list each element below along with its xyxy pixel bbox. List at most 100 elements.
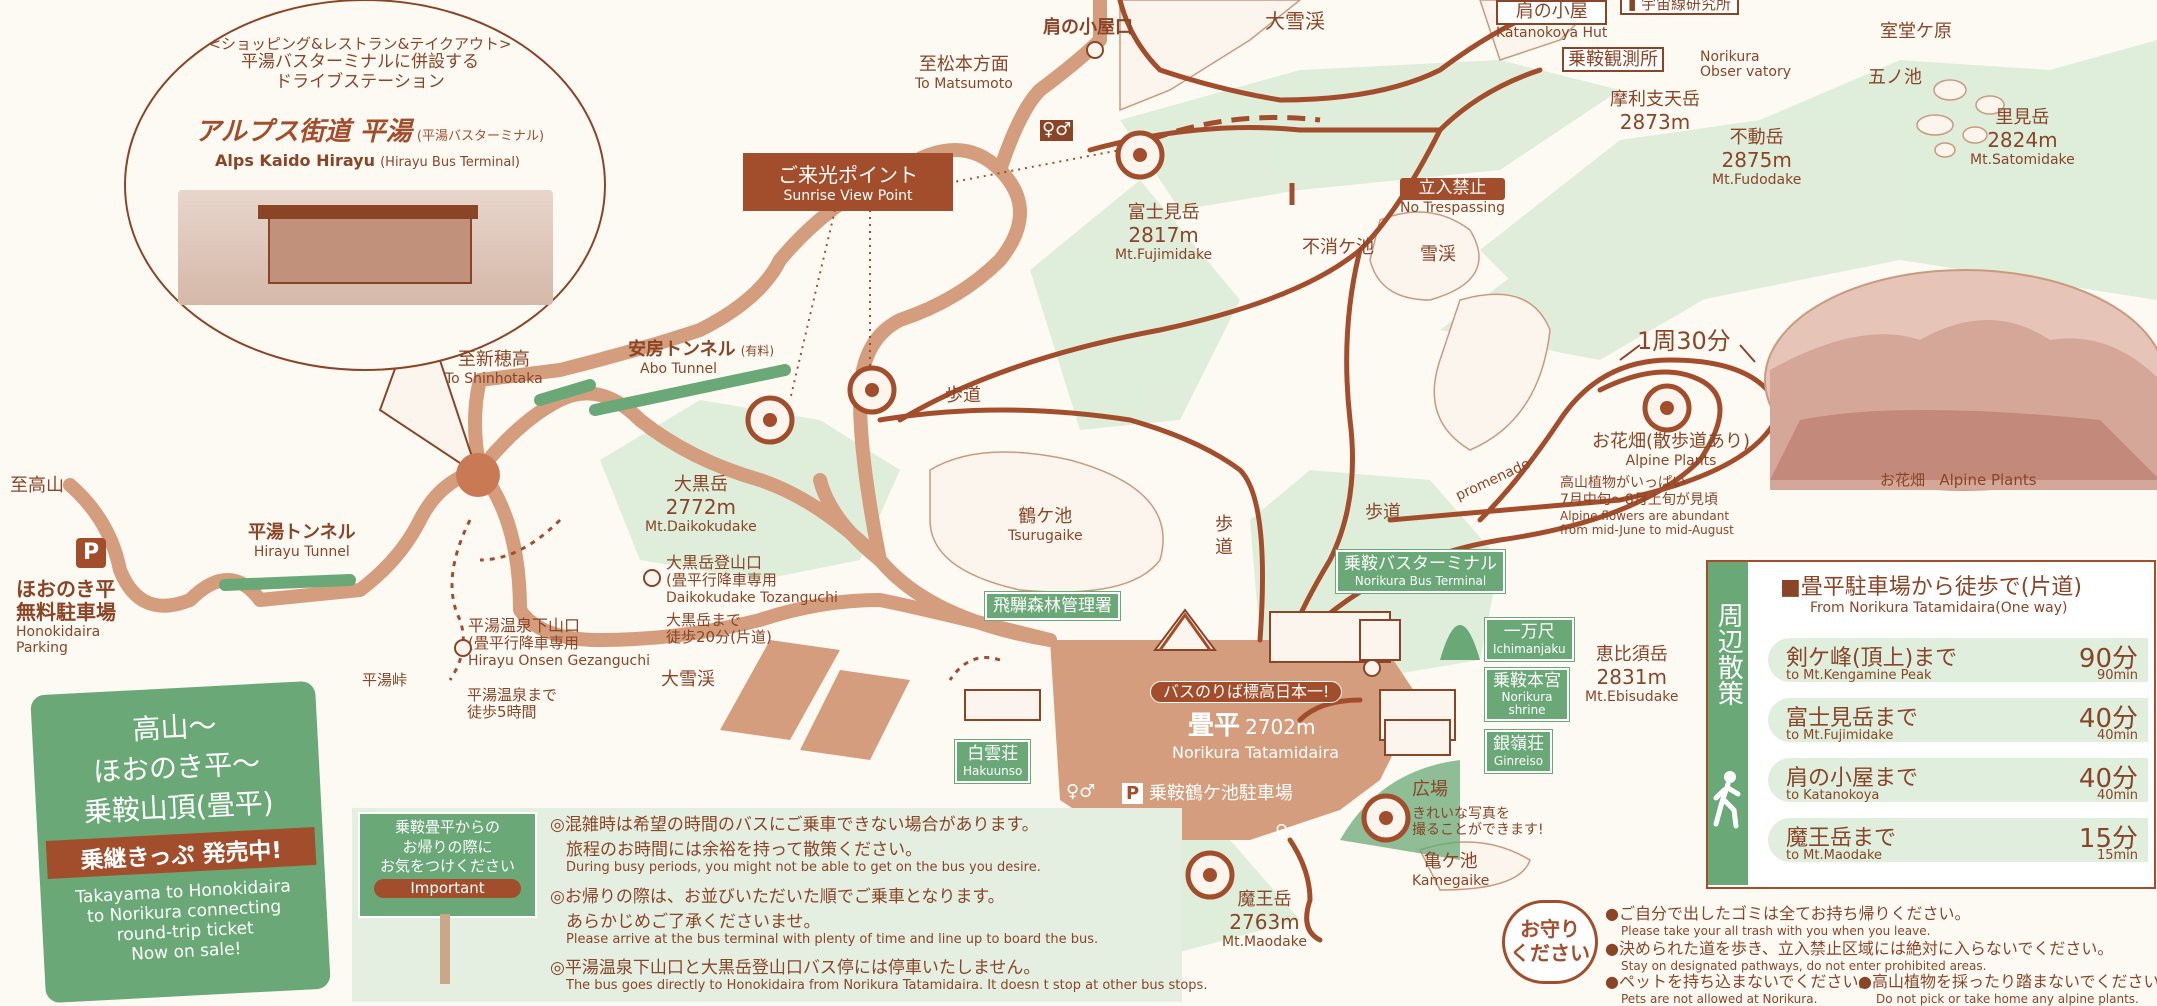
rule-4-jp: ●高山植物を採ったり踏まないでください。: [1858, 972, 2157, 991]
note-1-jp: ◎混雑時は希望の時間のバスにご乗車できない場合があります。: [550, 815, 1039, 835]
ginreiso-jp: 銀嶺荘: [1493, 734, 1544, 754]
terminal-name-jp-row: アルプス街道 平湯 (平湯バスターミナル): [195, 117, 544, 148]
observatory-en-1: Norikura: [1700, 49, 1760, 65]
marishiten-m: 2873m: [1619, 109, 1691, 134]
walk-row-4-time-en: 15min: [2096, 848, 2138, 863]
norikura-shrine-en-2: shrine: [1508, 702, 1546, 717]
hakuunso-tag: 白雲荘 Hakuunso: [955, 740, 1031, 783]
terminal-tagline-2: 平湯バスターミナルに併設する: [241, 52, 479, 73]
important-line-1: 乗鞍畳平からの: [394, 818, 500, 836]
rules-badge-1: お守り: [1520, 917, 1580, 941]
to-matsumoto-en: To Matsumoto: [915, 75, 1013, 92]
cosmic-ray-lab-text: 宇宙線研究所: [1641, 0, 1732, 13]
fudodake-m: 2875m: [1721, 147, 1792, 172]
daikoku-walk-2: 徒歩20分(片道): [666, 628, 772, 647]
alpine-photo-caption-jp: お花畑: [1880, 471, 1926, 489]
walk-row-4-jp: 魔王岳まで: [1786, 826, 1897, 851]
note-2-jp2: あらかじめご了承くださいませ。: [566, 912, 821, 932]
to-shinhotaka-en: To Shinhotaka: [445, 370, 543, 387]
no-trespassing-en: No Trespassing: [1400, 199, 1506, 216]
maodake-en: Mt.Maodake: [1222, 933, 1307, 950]
satomidake-m: 2824m: [1987, 127, 2058, 152]
important-sign: 乗鞍畳平からの お帰りの際に お気をつけください Important: [358, 812, 537, 918]
important-sign-post: [440, 914, 450, 984]
note-3-en: The bus goes directly to Honokidaira fro…: [566, 978, 1208, 993]
walk-row-1-time-en: 90min: [2096, 668, 2138, 683]
restroom-icon-2: ♀♂: [1275, 821, 1305, 842]
daikoku-tozanguchi-jp-2: (畳平行降車専用: [666, 571, 777, 590]
walk-row-4-time: 15分: [2078, 824, 2138, 854]
terminal-name-en: Alps Kaido Hirayu: [215, 151, 375, 170]
walker-icon-svg: [1713, 771, 1741, 829]
observatory-en-2: Obser vatory: [1700, 64, 1791, 81]
walk-row-1-en: to Mt.Kengamine Peak: [1786, 668, 1932, 683]
sunrise-jp: ご来光ポイント: [778, 163, 918, 187]
katanokoya-jp: 肩の小屋: [1496, 0, 1608, 25]
walk-title-en: From Norikura Tatamidaira(One way): [1810, 600, 2068, 617]
abo-tunnel-fee: (有料): [740, 344, 775, 358]
hida-forest-office-tag: 飛騨森林管理署: [985, 592, 1120, 621]
tsurugaike-label: 鶴ケ池 Tsurugaike: [1008, 506, 1083, 544]
abo-tunnel-jp: 安房トンネル: [628, 339, 736, 360]
tatamidaira-m: 2702m: [1245, 715, 1316, 739]
sunrise-view-point-box: ご来光ポイント Sunrise View Point: [743, 153, 953, 211]
walk-row-kengamine: 剣ケ峰(頂上)まで to Mt.Kengamine Peak 90分 90min: [1768, 638, 2148, 683]
daisekkei-low-label: 大雪渓: [661, 669, 715, 690]
photo-spot-label: きれいな写真を 撮ることができます!: [1412, 806, 1544, 838]
walk-row-3-jp: 肩の小屋まで: [1786, 766, 1919, 791]
daikoku-walk-label: 大黒岳まで 徒歩20分(片道): [666, 611, 772, 647]
walk-title-jp: ■畳平駐車場から徒歩で(片道): [1780, 575, 2082, 600]
honokidaira-en-2: Parking: [16, 640, 68, 657]
rule-2-jp: ●決められた道を歩き、立入禁止区域には絶対に入らないでください。: [1605, 939, 2114, 958]
katanokoya-hut-label: 肩の小屋 Katanokoya Hut: [1496, 0, 1608, 41]
rule-1-en: Please take your all trash with you when…: [1621, 924, 1931, 938]
hirayu-toge-label: 平湯峠: [362, 671, 408, 689]
rules-badge: お守り ください: [1502, 900, 1598, 984]
hirayu-tunnel-en: Hirayu Tunnel: [253, 543, 350, 560]
gonoike-label: 五ノ池: [1868, 67, 1922, 88]
abo-tunnel-label: 安房トンネル (有料) Abo Tunnel: [628, 339, 775, 377]
terminal-tagline-1: <ショッピング&レストラン&テイクアウト>: [208, 35, 512, 53]
loop-time-label: 1周30分: [1637, 327, 1731, 355]
note-2: ◎お帰りの際は、お並びいただいた順でご乗車となります。 あらかじめご了承ください…: [550, 882, 1098, 947]
hirayu-walk-1: 平湯温泉まで: [467, 686, 558, 704]
connecting-ticket-box: 高山～ ほおのき平～ 乗鞍山頂(畳平) 乗継きっぷ 発売中! Takayama …: [30, 680, 331, 1004]
ebisudake-en: Mt.Ebisudake: [1585, 688, 1679, 705]
observatory-en: Norikura Obser vatory: [1700, 49, 1791, 81]
photo-spot-1: きれいな写真を: [1412, 806, 1510, 822]
to-matsumoto-label: 至松本方面 To Matsumoto: [915, 54, 1013, 92]
tsurugaike-jp: 鶴ケ池: [1018, 506, 1073, 527]
norikura-shrine-jp: 乗鞍本宮: [1493, 671, 1561, 691]
rule-3: ●ペットを持ち込まないでください。 Pets are not allowed a…: [1605, 968, 1874, 1006]
note-3: ◎平湯温泉下山口と大黒岳登山口バス停には停車いたしません。 The bus go…: [550, 953, 1207, 993]
rule-3-jp: ●ペットを持ち込まないでください。: [1605, 972, 1875, 991]
hirayu-gezanguchi-label: 平湯温泉下山口 (畳平行降車専用 Hirayu Onsen Gezanguchi: [468, 616, 650, 669]
tsurugaike-parking-label: P 乗鞍鶴ケ池駐車場: [1122, 783, 1293, 805]
walk-side-label: 周辺散策: [1708, 562, 1748, 885]
important-line-3: お気をつけください: [379, 857, 515, 875]
important-badge: Important: [374, 878, 521, 898]
abo-tunnel-en: Abo Tunnel: [640, 360, 718, 377]
no-trespassing-label: 立入禁止 No Trespassing: [1400, 178, 1506, 216]
norikura-shrine-en-1: Norikura: [1501, 689, 1553, 704]
hodo-label-3: 歩 道: [1215, 513, 1233, 560]
walk-row-3-time: 40分: [2078, 764, 2138, 794]
murododaira-label: 室堂ケ原: [1880, 21, 1952, 42]
walk-row-3-en: to Katanokoya: [1786, 788, 1880, 803]
alpine-info-4: from mid-June to mid-August: [1560, 522, 1734, 537]
parking-icon: P: [1122, 783, 1144, 804]
hodo-label-1: 歩道: [945, 385, 981, 406]
alpine-info-3: Alpine flowers are abundant: [1560, 508, 1730, 523]
hirayu-tunnel-jp: 平湯トンネル: [248, 522, 356, 543]
rule-3-en: Pets are not allowed at Norikura.: [1621, 992, 1818, 1006]
bus-terminal-tag: 乗鞍バスターミナル Norikura Bus Terminal: [1336, 550, 1505, 593]
note-1-en: During busy periods, you might not be ab…: [566, 860, 1041, 875]
fujimidake-label: 富士見岳 2817m Mt.Fujimidake: [1115, 202, 1212, 263]
ichimanjaku-en: Ichimanjaku: [1493, 642, 1566, 657]
hirayu-walk-2: 徒歩5時間: [467, 703, 537, 722]
daikokudake-label: 大黒岳 2772m Mt.Daikokudake: [645, 474, 757, 535]
tatamidaira-name: 畳平 2702m: [1188, 711, 1316, 742]
honokidaira-en-1: Honokidaira: [16, 624, 101, 640]
no-trespassing-jp: 立入禁止: [1400, 178, 1506, 200]
alpine-plants-jp: お花畑(散歩道あり): [1592, 431, 1751, 452]
